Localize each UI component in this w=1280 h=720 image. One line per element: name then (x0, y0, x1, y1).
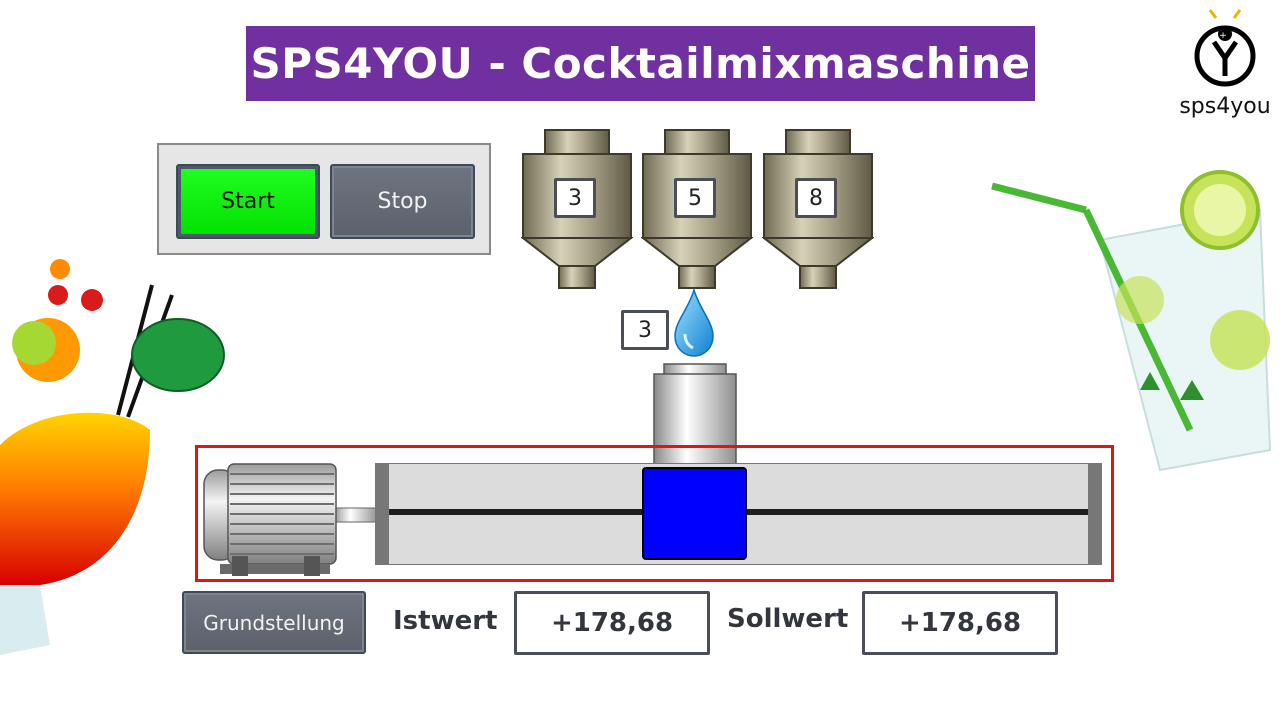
start-button[interactable]: Start (176, 164, 320, 239)
mojito-image-right (991, 170, 1272, 472)
cup (653, 363, 737, 469)
target-value-field: +178,68 (862, 591, 1058, 655)
cocktail-image-left (0, 259, 225, 655)
actual-value-field: +178,68 (514, 591, 710, 655)
silo-2 (641, 129, 753, 289)
carriage (642, 467, 747, 560)
sps4you-logo: + (1194, 9, 1256, 87)
dose-value: 3 (621, 310, 669, 350)
home-position-button[interactable]: Grundstellung (182, 591, 366, 654)
actual-value-label: Istwert (393, 606, 498, 636)
page-title: SPS4YOU - Cocktailmixmaschine (246, 26, 1035, 101)
silo-1-value: 3 (554, 178, 596, 218)
silo-3-value: 8 (795, 178, 837, 218)
silo-2-value: 5 (674, 178, 716, 218)
motor (203, 463, 379, 576)
target-value-label: Sollwert (727, 604, 849, 634)
stop-button[interactable]: Stop (330, 164, 475, 239)
silo-3 (762, 129, 874, 289)
svg-text:+: + (1219, 31, 1227, 41)
conveyor-highlight-frame (195, 445, 1114, 582)
water-drop-icon (674, 288, 714, 357)
page-title-text: SPS4YOU - Cocktailmixmaschine (250, 39, 1031, 88)
logo-text: sps4you (1179, 94, 1271, 119)
